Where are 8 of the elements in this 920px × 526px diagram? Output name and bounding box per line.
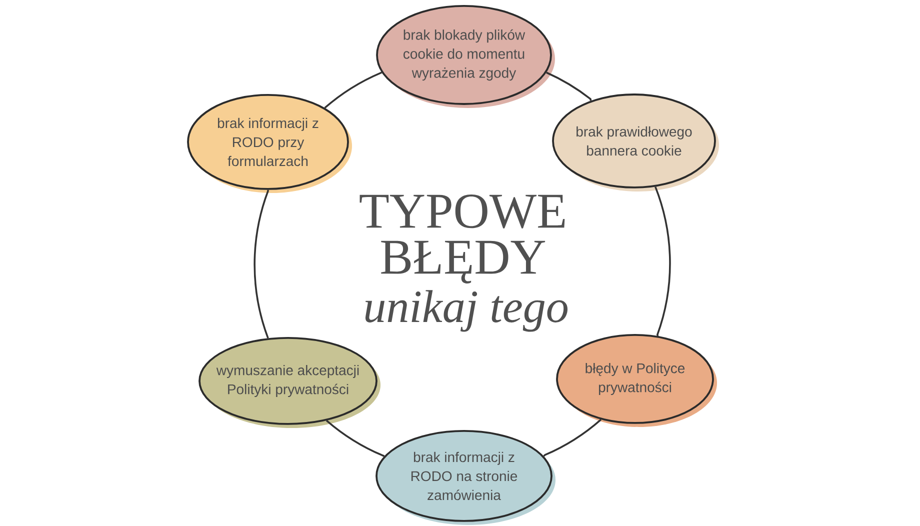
- circle-arc: [543, 418, 602, 457]
- circle-arc: [326, 420, 385, 457]
- circle-arc: [324, 72, 382, 109]
- circle-arc: [254, 190, 269, 338]
- circle-arc: [546, 72, 592, 101]
- title: TYPOWE BŁĘDY: [360, 194, 565, 284]
- circle-arc: [654, 186, 671, 336]
- subtitle: unikaj tego: [365, 290, 568, 332]
